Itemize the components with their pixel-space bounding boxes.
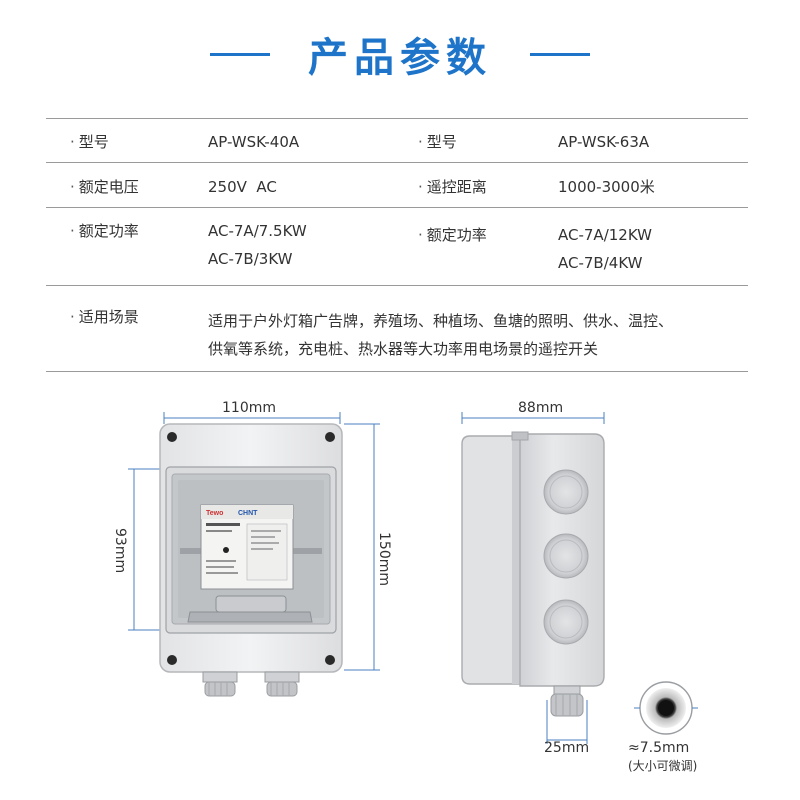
spec-row-application: 适用场景 适用于户外灯箱广告牌，养殖场、种植场、鱼塘的照明、供水、温控、 供氧等… <box>46 286 748 372</box>
front-inner-height-label: 93mm <box>112 528 128 574</box>
front-dimension-lines <box>128 412 380 671</box>
side-cable-gland <box>550 685 584 717</box>
side-dimension-lines <box>461 412 605 744</box>
spec-value: AC-7A/12KW <box>558 226 652 244</box>
spec-value: AC-7B/4KW <box>558 254 643 272</box>
cable-diameter-label: ≈7.5mm <box>628 740 690 756</box>
spec-value: 250V AC <box>208 178 277 196</box>
spec-value: AC-7B/3KW <box>208 250 293 268</box>
spec-label: 额定电压 <box>70 174 139 200</box>
front-width-label: 110mm <box>222 400 276 416</box>
spec-row-power: 额定功率 AC-7A/7.5KW AC-7B/3KW 额定功率 AC-7A/12… <box>46 208 748 286</box>
svg-text:Tewo: Tewo <box>206 510 223 517</box>
svg-text:CHNT: CHNT <box>238 510 258 517</box>
spec-label: 额定功率 <box>70 218 139 244</box>
spec-label: 型号 <box>70 129 109 155</box>
spec-label: 遥控距离 <box>418 174 487 200</box>
side-view <box>461 412 605 744</box>
title-right-rule <box>530 52 590 56</box>
page-title-bar: 产品参数 <box>0 24 800 84</box>
spec-value: 适用于户外灯箱广告牌，养殖场、种植场、鱼塘的照明、供水、温控、 <box>208 312 674 330</box>
page-title: 产品参数 <box>308 35 492 81</box>
spec-value: 供氧等系统，充电桩、热水器等大功率用电场景的遥控开关 <box>208 340 599 358</box>
spec-label: 额定功率 <box>418 222 487 248</box>
spec-label: 型号 <box>418 129 457 155</box>
spec-value: AP-WSK-63A <box>558 133 650 151</box>
front-cable-glands <box>202 671 300 697</box>
gland-length-label: 25mm <box>544 740 590 756</box>
product-dimension-figure: Tewo CHNT <box>0 380 800 800</box>
spec-value: AP-WSK-40A <box>208 133 300 151</box>
side-depth-label: 88mm <box>518 400 564 416</box>
title-left-rule <box>210 52 270 56</box>
front-height-label: 150mm <box>376 532 392 586</box>
front-view: Tewo CHNT <box>128 412 380 697</box>
spec-label: 适用场景 <box>70 304 139 330</box>
spec-table: 型号 AP-WSK-40A 型号 AP-WSK-63A 额定电压 250V AC… <box>46 118 748 372</box>
spec-value: 1000-3000米 <box>558 178 655 196</box>
product-drawing: Tewo CHNT <box>128 412 698 744</box>
spec-row-voltage: 额定电压 250V AC 遥控距离 1000-3000米 <box>46 163 748 208</box>
cable-hole-detail <box>634 681 698 735</box>
spec-row-model: 型号 AP-WSK-40A 型号 AP-WSK-63A <box>46 119 748 163</box>
spec-value: AC-7A/7.5KW <box>208 222 307 240</box>
cable-diameter-note: (大小可微调) <box>628 759 698 773</box>
